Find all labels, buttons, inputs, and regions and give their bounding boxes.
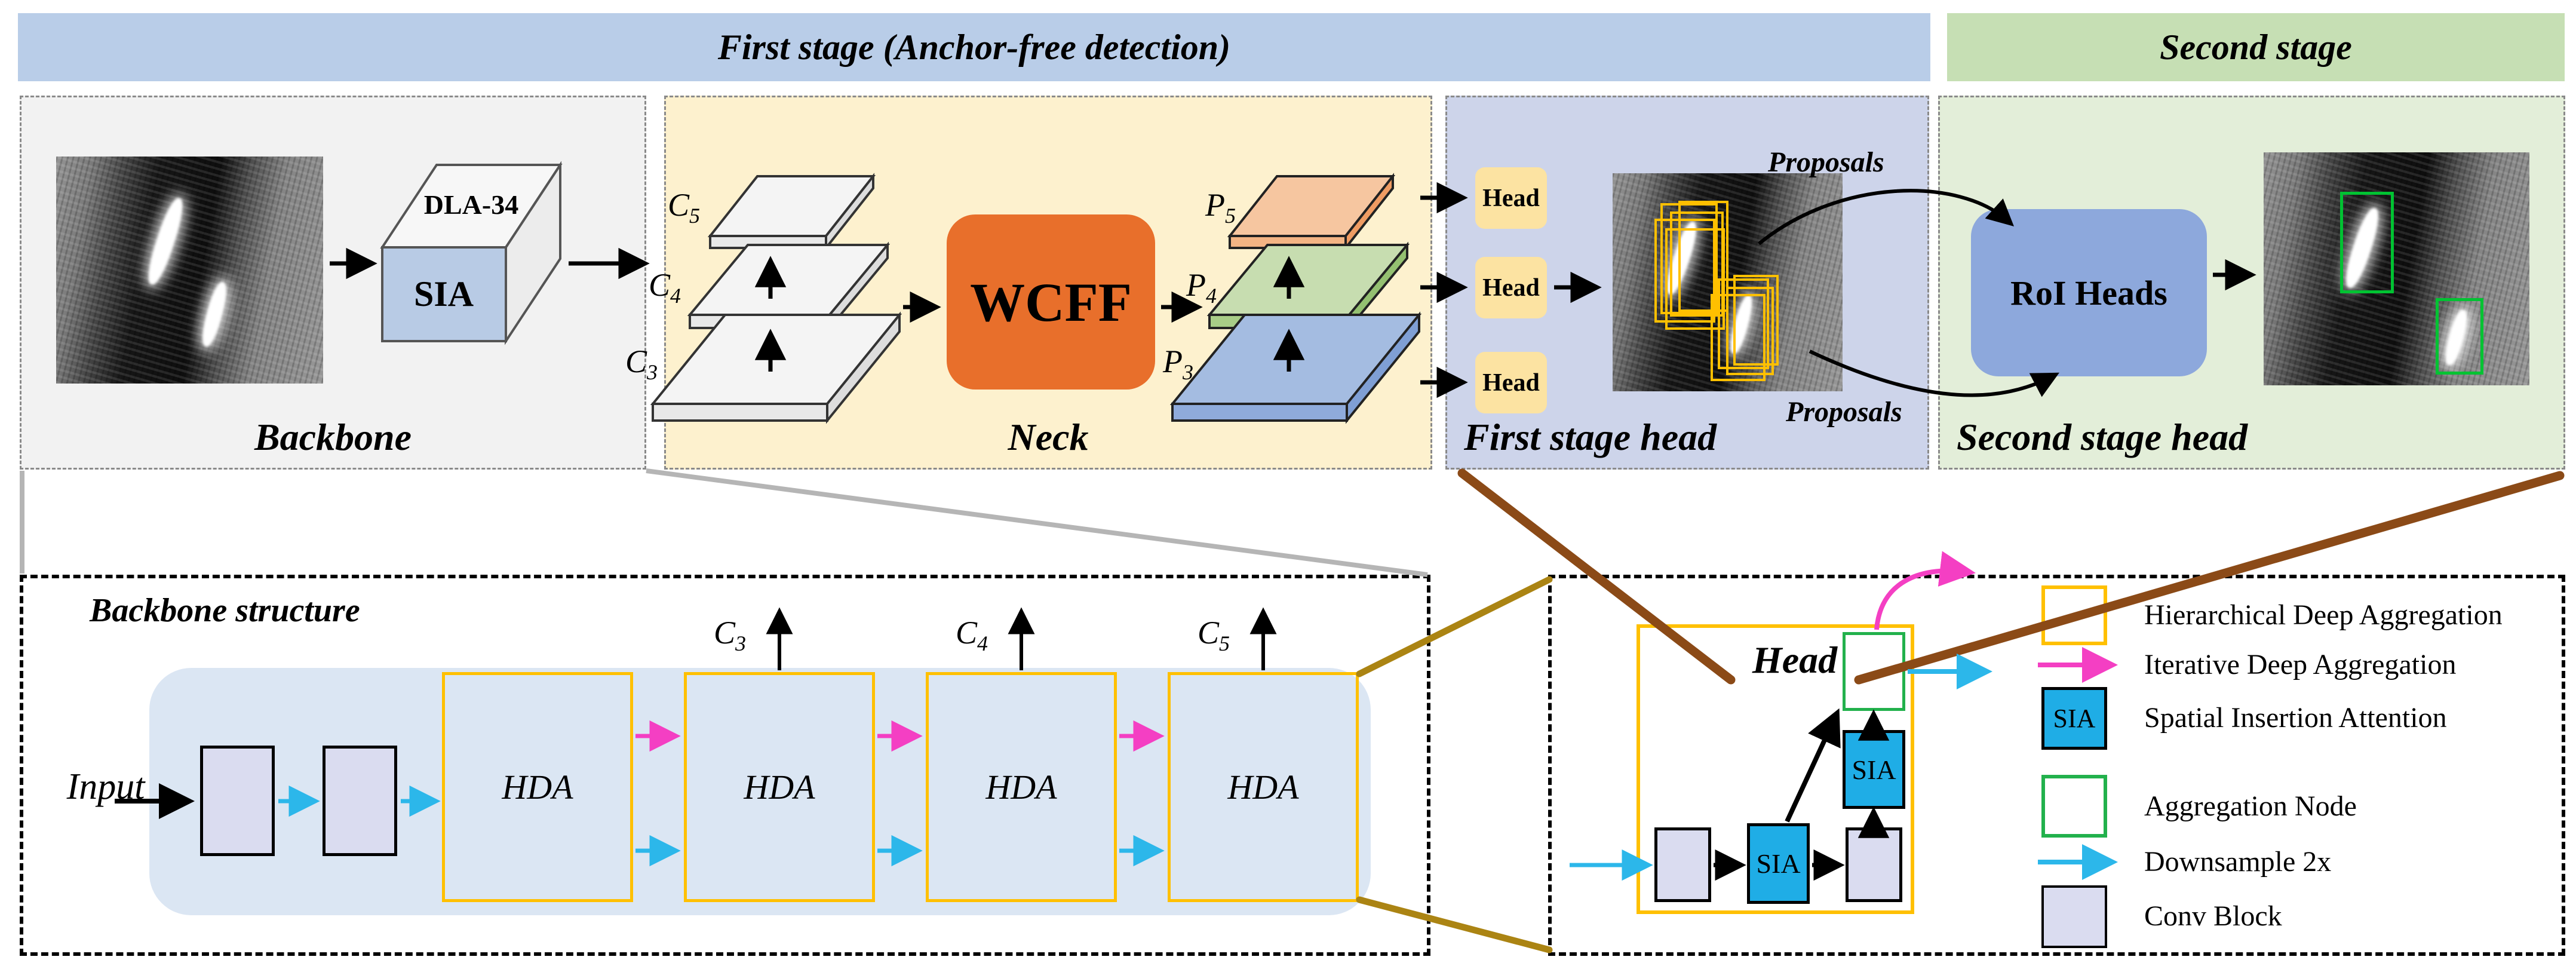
legend-label-ida: Iterative Deep Aggregation	[2144, 649, 2457, 680]
first-stage-head-label: First stage head	[1464, 416, 1717, 458]
legend-label-sia: Spatial Insertion Attention	[2144, 702, 2447, 734]
proposal-box	[1733, 275, 1779, 366]
backbone-structure-title: Backbone structure	[90, 592, 360, 629]
conv-block	[1846, 827, 1902, 902]
p5-label: P5	[1205, 187, 1236, 228]
hda-block-1: HDA	[442, 672, 633, 902]
legend-label-downsample: Downsample 2x	[2144, 846, 2332, 878]
ship-blob	[198, 280, 231, 349]
proposal-box	[1678, 201, 1728, 312]
conv-block	[323, 746, 397, 856]
sar-image-input	[56, 157, 323, 384]
hda-detail-outline	[1637, 624, 1914, 914]
sia-front-label: SIA	[413, 274, 474, 314]
roi-heads-label: RoI Heads	[2010, 273, 2167, 312]
proposal-box	[1718, 278, 1769, 369]
proposal-box	[1654, 219, 1715, 323]
c4-label: C4	[649, 267, 681, 308]
p4-label: P4	[1186, 267, 1217, 308]
first-stage-banner: First stage (Anchor-free detection)	[18, 13, 1930, 81]
p3-label: P3	[1163, 344, 1193, 384]
second-stage-banner: Second stage	[1947, 13, 2565, 81]
wcff-label: WCFF	[970, 271, 1132, 333]
c5-output-label: C5	[1198, 615, 1230, 655]
head-connector-label: Head	[1752, 639, 1838, 681]
conv-block	[1654, 827, 1711, 902]
sia-block-1: SIA	[1747, 823, 1810, 904]
conv-block	[200, 746, 275, 856]
detection-box	[2436, 298, 2483, 375]
legend-label-aggregation: Aggregation Node	[2144, 790, 2357, 822]
proposal-box	[1726, 287, 1774, 375]
head-box-p4: Head	[1475, 257, 1547, 318]
sar-image-proposals	[1613, 173, 1843, 391]
c5-label: C5	[668, 187, 701, 228]
second-stage-banner-label: Second stage	[2160, 27, 2352, 67]
first-stage-banner-label: First stage (Anchor-free detection)	[717, 27, 1231, 67]
head-box-p5: Head	[1475, 167, 1547, 229]
detection-box	[2340, 192, 2394, 293]
legend-label-hda: Hierarchical Deep Aggregation	[2144, 599, 2503, 631]
sar-image-detections	[2264, 152, 2529, 385]
hda-block-2: HDA	[684, 672, 875, 902]
legend-sia-swatch: SIA	[2041, 687, 2107, 750]
input-label: Input	[66, 766, 145, 807]
neck-panel-label: Neck	[1008, 416, 1089, 458]
sia-block-2: SIA	[1843, 730, 1905, 809]
hda-block-3: HDA	[926, 672, 1117, 902]
legend-conv-swatch	[2041, 885, 2107, 948]
legend-hda-swatch	[2041, 585, 2107, 645]
ship-blob	[143, 195, 188, 287]
hda-block-4: HDA	[1168, 672, 1359, 902]
c3-label: C3	[625, 344, 658, 384]
roi-heads-block: RoI Heads	[1971, 209, 2207, 376]
dla34-label: DLA-34	[423, 189, 519, 220]
proposals-bottom-label: Proposals	[1786, 396, 1902, 428]
proposals-top-label: Proposals	[1768, 146, 1884, 178]
proposal-box	[1711, 294, 1766, 381]
gray-zoom-connectors	[20, 468, 1428, 577]
legend-label-conv: Conv Block	[2144, 900, 2282, 932]
c4-output-label: C4	[956, 615, 988, 655]
second-stage-head-label: Second stage head	[1957, 416, 2248, 458]
proposal-box	[1660, 203, 1718, 314]
backbone-panel-label: Backbone	[254, 416, 412, 458]
c3-output-label: C3	[714, 615, 747, 655]
legend-aggregation-swatch	[2041, 775, 2107, 838]
wcff-block: WCFF	[947, 214, 1155, 390]
head-box-p3: Head	[1475, 352, 1547, 413]
